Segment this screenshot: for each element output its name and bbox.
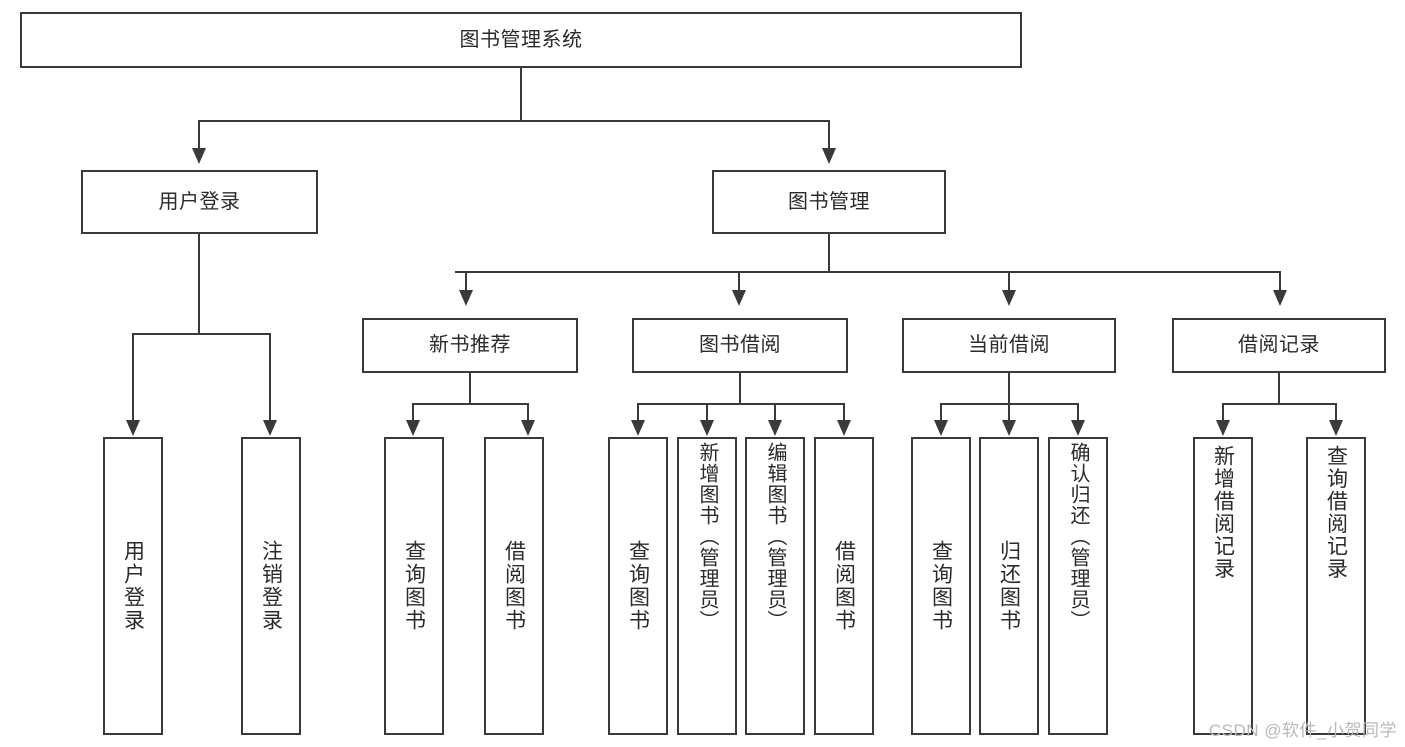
node-root[interactable]: 图书管理系统 [20, 12, 1022, 68]
node-user-login-label: 用户登录 [158, 190, 241, 213]
connector-book-management-bus [455, 271, 1281, 273]
arrow-root-to-user-login [192, 148, 206, 164]
connector-bm-to-current-borrow [1008, 271, 1010, 291]
arrow-current-borrow-to-leaf-3 [1071, 420, 1085, 436]
node-leaf-user-login[interactable]: 用户登录 [103, 437, 163, 735]
connector-book-borrow-bus [637, 403, 845, 405]
node-leaf-user-logout-label: 注销登录 [259, 540, 283, 632]
node-leaf-add-book-label: 新增图书（管理员） [696, 442, 718, 631]
connector-new-book-to-leaf-1 [412, 403, 414, 421]
connector-bm-to-new-book [465, 271, 467, 291]
arrow-book-borrow-to-leaf-2 [700, 420, 714, 436]
arrow-borrow-record-to-leaf-2 [1329, 420, 1343, 436]
connector-book-borrow-to-leaf-2 [706, 403, 708, 421]
node-leaf-borrow-book-2[interactable]: 借阅图书 [814, 437, 874, 735]
node-leaf-query-book-3[interactable]: 查询图书 [911, 437, 971, 735]
node-borrow-record[interactable]: 借阅记录 [1172, 318, 1386, 373]
connector-current-borrow-to-leaf-2 [1008, 403, 1010, 421]
node-new-book-recommend[interactable]: 新书推荐 [362, 318, 578, 373]
node-leaf-confirm-return-label: 确认归还（管理员） [1067, 442, 1089, 631]
connector-user-login-stem [198, 234, 200, 334]
arrow-current-borrow-to-leaf-1 [934, 420, 948, 436]
connector-new-book-bus [412, 403, 529, 405]
connector-borrow-record-stem [1278, 373, 1280, 404]
node-leaf-query-book-1[interactable]: 查询图书 [384, 437, 444, 735]
arrow-borrow-record-to-leaf-1 [1216, 420, 1230, 436]
arrow-book-borrow-to-leaf-3 [768, 420, 782, 436]
arrow-new-book-to-leaf-1 [406, 420, 420, 436]
connector-current-borrow-stem [1008, 373, 1010, 404]
node-user-login[interactable]: 用户登录 [81, 170, 318, 234]
node-leaf-edit-book[interactable]: 编辑图书（管理员） [745, 437, 805, 735]
connector-user-login-to-leaf-1 [132, 333, 134, 421]
node-leaf-user-login-label: 用户登录 [121, 540, 145, 632]
node-leaf-user-logout[interactable]: 注销登录 [241, 437, 301, 735]
node-leaf-add-book[interactable]: 新增图书（管理员） [677, 437, 737, 735]
node-new-book-recommend-label: 新书推荐 [429, 334, 511, 357]
connector-book-borrow-to-leaf-3 [774, 403, 776, 421]
node-leaf-add-record-label: 新增借阅记录 [1211, 445, 1235, 580]
node-leaf-query-record[interactable]: 查询借阅记录 [1306, 437, 1366, 735]
node-current-borrow-label: 当前借阅 [968, 334, 1050, 357]
node-leaf-borrow-book-2-label: 借阅图书 [832, 540, 856, 632]
node-leaf-query-book-3-label: 查询图书 [929, 540, 953, 632]
node-book-borrow[interactable]: 图书借阅 [632, 318, 848, 373]
arrow-bm-to-current-borrow [1002, 290, 1016, 306]
arrow-book-borrow-to-leaf-1 [631, 420, 645, 436]
arrow-root-to-book-management [822, 148, 836, 164]
connector-user-login-to-leaf-2 [269, 333, 271, 421]
connector-book-borrow-to-leaf-4 [843, 403, 845, 421]
node-book-borrow-label: 图书借阅 [699, 334, 781, 357]
node-leaf-query-record-label: 查询借阅记录 [1324, 445, 1348, 580]
connector-new-book-to-leaf-2 [527, 403, 529, 421]
node-book-management-label: 图书管理 [788, 190, 870, 213]
node-leaf-borrow-book-1[interactable]: 借阅图书 [484, 437, 544, 735]
connector-current-borrow-to-leaf-1 [940, 403, 942, 421]
connector-root-to-book-management [828, 120, 830, 148]
connector-book-borrow-to-leaf-1 [637, 403, 639, 421]
node-book-management[interactable]: 图书管理 [712, 170, 946, 234]
arrow-user-login-to-leaf-2 [263, 420, 277, 436]
connector-root-stem [520, 68, 522, 121]
connector-current-borrow-to-leaf-3 [1077, 403, 1079, 421]
node-leaf-return-book-label: 归还图书 [997, 540, 1021, 632]
node-leaf-add-record[interactable]: 新增借阅记录 [1193, 437, 1253, 735]
node-leaf-query-book-2-label: 查询图书 [626, 540, 650, 632]
node-current-borrow[interactable]: 当前借阅 [902, 318, 1116, 373]
connector-book-borrow-stem [739, 373, 741, 404]
connector-root-to-user-login [198, 120, 200, 148]
connector-bm-to-borrow-record [1279, 271, 1281, 291]
arrow-current-borrow-to-leaf-2 [1002, 420, 1016, 436]
connector-new-book-stem [469, 373, 471, 404]
connector-book-management-stem [828, 234, 830, 273]
arrow-user-login-to-leaf-1 [126, 420, 140, 436]
connector-borrow-record-bus [1222, 403, 1337, 405]
connector-borrow-record-to-leaf-2 [1335, 403, 1337, 421]
node-leaf-query-book-2[interactable]: 查询图书 [608, 437, 668, 735]
connector-root-bus [198, 120, 830, 122]
arrow-new-book-to-leaf-2 [521, 420, 535, 436]
node-leaf-return-book[interactable]: 归还图书 [979, 437, 1039, 735]
node-root-label: 图书管理系统 [459, 28, 583, 51]
node-leaf-edit-book-label: 编辑图书（管理员） [764, 442, 786, 631]
node-leaf-query-book-1-label: 查询图书 [402, 540, 426, 632]
arrow-bm-to-borrow-record [1273, 290, 1287, 306]
arrow-bm-to-book-borrow [732, 290, 746, 306]
connector-bm-to-book-borrow [738, 271, 740, 291]
connector-borrow-record-to-leaf-1 [1222, 403, 1224, 421]
node-leaf-borrow-book-1-label: 借阅图书 [502, 540, 526, 632]
connector-user-login-bus [132, 333, 271, 335]
node-borrow-record-label: 借阅记录 [1238, 334, 1320, 357]
arrow-book-borrow-to-leaf-4 [837, 420, 851, 436]
node-leaf-confirm-return[interactable]: 确认归还（管理员） [1048, 437, 1108, 735]
arrow-bm-to-new-book [459, 290, 473, 306]
